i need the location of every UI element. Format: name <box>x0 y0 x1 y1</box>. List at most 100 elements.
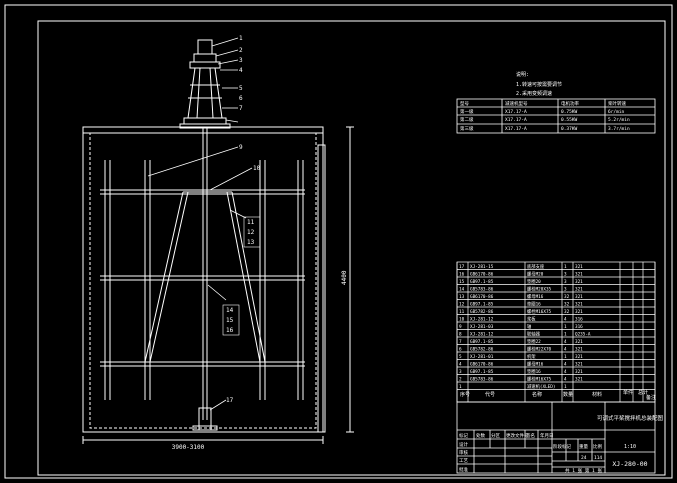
callout-2: 2 <box>239 47 243 54</box>
spec-cell: 第三级 <box>460 125 474 132</box>
spec-cell: 0.37KW <box>561 126 578 132</box>
spec-cell: 0.55KW <box>561 117 578 123</box>
bom-cell-qty: 3 <box>564 287 567 293</box>
bom-cell-qty: 4 <box>564 347 567 353</box>
bom-cell-no: 14 <box>459 287 465 293</box>
callout-1: 1 <box>239 35 243 42</box>
technical-notes: 说明: 1.转速可按需要调节 2.采用变频调速 <box>516 71 562 97</box>
bom-cell-name: 螺栓M22X70 <box>527 346 552 353</box>
callout-14: 14 <box>226 307 234 314</box>
bom-header-total: 总计 <box>638 389 648 396</box>
tb-col-stage: 阶段标记 <box>553 443 571 450</box>
bom-cell-name: 机架 <box>527 353 536 360</box>
bom-cell-mat: 316 <box>575 324 583 330</box>
drive-unit <box>179 39 231 129</box>
bom-cell-mat: 321 <box>575 294 583 300</box>
bom-cell-mat: 321 <box>575 347 583 353</box>
agitator-shaft <box>192 128 218 431</box>
bom-cell-code: GB6170-86 <box>470 362 494 368</box>
callout-5: 5 <box>239 85 243 92</box>
bom-cell-mat: 321 <box>575 339 583 345</box>
bom-cell-qty: 1 <box>564 324 567 330</box>
callout-13: 13 <box>247 239 255 246</box>
bom-cell-mat: 321 <box>575 309 583 315</box>
bom-cell-qty: 4 <box>564 317 567 323</box>
bom-cell-name: 底部支座 <box>527 263 545 270</box>
bom-cell-no: 2 <box>459 377 462 383</box>
bom-cell-code: GB5782-86 <box>470 309 494 315</box>
bom-cell-mat: 321 <box>575 302 583 308</box>
bom-cell-mat: 321 <box>575 354 583 360</box>
notes-heading: 说明: <box>516 71 529 78</box>
bom-cell-qty: 32 <box>564 302 570 308</box>
bom-cell-no: 9 <box>459 324 462 330</box>
title-block: 标记 处数 分区 更改文件号 签名 年月日 设计 审核 工艺 批准 阶段标记 重… <box>456 401 664 474</box>
spec-header-0: 型号 <box>460 100 469 107</box>
callout-12: 12 <box>247 229 255 236</box>
tb-drawing-no: XJ-280-00 <box>612 460 647 468</box>
bom-cell-code: XJ-281-01 <box>470 354 494 360</box>
bom-header-no: 序号 <box>460 391 470 398</box>
callout-7: 7 <box>239 105 243 112</box>
bom-cell-qty: 1 <box>564 354 567 360</box>
bom-cell-name: 浆板 <box>527 316 536 323</box>
spec-cell: 5.2r/min <box>608 117 630 123</box>
bom-cell-no: 11 <box>459 309 465 315</box>
spec-cell: 6r/min <box>608 109 625 115</box>
tb-col-weight: 重量 <box>579 443 588 450</box>
tb-role-design: 设计 <box>459 441 468 448</box>
bom-cell-name: 螺栓M16X75 <box>527 308 552 315</box>
bom-cell-qty: 1 <box>564 264 567 270</box>
callout-15: 15 <box>226 317 234 324</box>
bom-cell-name: 螺母M20 <box>527 271 544 278</box>
spec-cell: 第一级 <box>460 108 474 115</box>
spec-header-1: 减速机型号 <box>505 100 528 107</box>
callout-6: 6 <box>239 95 243 102</box>
bom-cell-code: GB5782-86 <box>470 347 494 353</box>
tb-col-scale: 比例 <box>593 443 602 450</box>
bom-cell-qty: 3 <box>564 279 567 285</box>
tb-label-count: 处数 <box>476 432 485 439</box>
bom-cell-no: 16 <box>459 272 465 278</box>
bom-cell-qty: 3 <box>564 272 567 278</box>
bom-cell-name: 螺母M16 <box>527 293 544 300</box>
bom-cell-name: 螺栓M16X75 <box>527 376 552 383</box>
bom-cell-code: GB97.1-85 <box>470 279 494 285</box>
tb-label-mark: 标记 <box>459 432 468 439</box>
tb-role-approve: 批准 <box>459 466 468 473</box>
bom-header-name: 名称 <box>532 391 542 398</box>
bom-cell-mat: Q235-A <box>575 332 591 338</box>
bom-header-mat: 材料 <box>592 391 602 398</box>
width-dimension: 3900-3100 <box>172 444 205 451</box>
callout-16: 16 <box>226 327 234 334</box>
bom-cell-code: GB6170-86 <box>470 272 494 278</box>
notes-line-1: 1.转速可按需要调节 <box>516 81 562 88</box>
spec-table: 型号 减速机型号 电机功率 桨叶转速 第一级 X17.17-A 0.75KW 6… <box>456 98 656 134</box>
bom-cell-mat: 321 <box>575 377 583 383</box>
bom-cell-qty: 32 <box>564 309 570 315</box>
callout-9: 9 <box>239 144 243 151</box>
bom-cell-no: 12 <box>459 302 465 308</box>
spec-cell: 0.75KW <box>561 109 578 115</box>
bom-header-qty: 数量 <box>563 391 573 398</box>
bom-cell-code: XJ-281-15 <box>470 264 494 270</box>
bom-cell-no: 10 <box>459 317 465 323</box>
bom-cell-qty: 4 <box>564 362 567 368</box>
tb-role-review: 审核 <box>459 449 468 456</box>
spec-header-3: 桨叶转速 <box>608 100 626 107</box>
tb-label-change: 更改文件号 <box>506 432 529 439</box>
bom-cell-qty: 4 <box>564 369 567 375</box>
bom-header-remark: 备注 <box>646 394 656 401</box>
spec-header-2: 电机功率 <box>561 100 579 107</box>
bom-cell-name: 螺栓M20X35 <box>527 286 552 293</box>
bom-cell-no: 7 <box>459 339 462 345</box>
tb-label-zone: 分区 <box>491 432 500 439</box>
bom-cell-qty: 4 <box>564 377 567 383</box>
bom-cell-no: 15 <box>459 279 465 285</box>
bom-cell-no: 8 <box>459 332 462 338</box>
tb-drawing-name: 可调式平桨搅拌机总装配图 <box>597 414 664 422</box>
callout-leaders <box>147 37 253 411</box>
bom-cell-qty: 1 <box>564 384 567 390</box>
